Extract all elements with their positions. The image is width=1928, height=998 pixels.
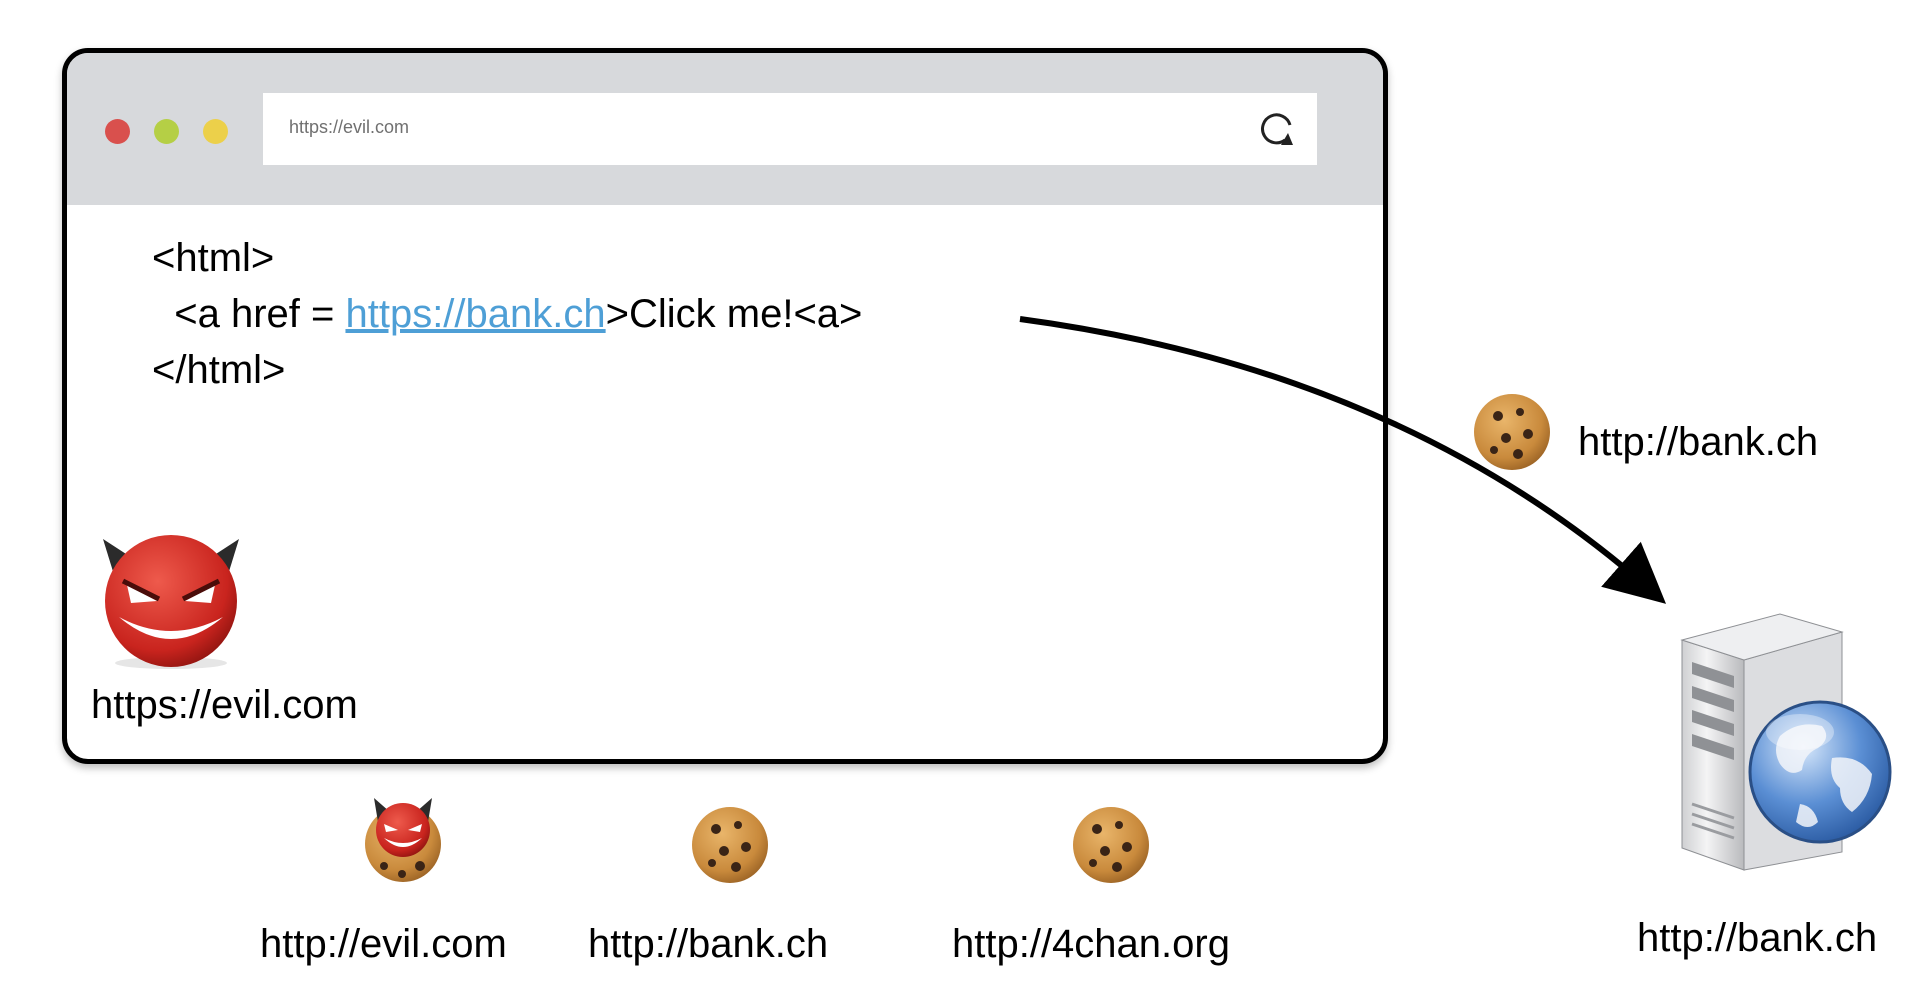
request-cookie-label: http://bank.ch [1578,420,1819,464]
devil-cookie-icon [365,798,441,882]
reload-icon[interactable] [1255,107,1299,151]
cookie-icon [1073,807,1149,883]
window-maximize-button[interactable] [203,119,228,144]
browser-toolbar: https://evil.com [67,53,1383,205]
cookie-icon [1474,394,1550,470]
cookie-icon [692,807,768,883]
web-server-icon [1680,613,1892,871]
server-label: http://bank.ch [1637,916,1878,960]
attacker-site-label: https://evil.com [91,683,358,727]
window-close-button[interactable] [105,119,130,144]
address-bar[interactable]: https://evil.com [263,93,1317,165]
code-anchor-prefix: <a href = [152,292,346,336]
address-bar-url: https://evil.com [289,117,410,137]
cookie-jar-label-bank: http://bank.ch [588,922,829,966]
code-line-html-open: <html> [152,236,275,280]
code-line-anchor: <a href = https://bank.ch>Click me!<a> [152,286,862,342]
code-line-html-close: </html> [152,348,286,392]
window-minimize-button[interactable] [154,119,179,144]
cookie-jar-label-4chan: http://4chan.org [952,922,1230,966]
browser-window: https://evil.com <html> <a href = https:… [62,48,1388,764]
cookie-jar-label-evil: http://evil.com [260,922,507,966]
devil-icon [103,535,239,669]
code-anchor-suffix: >Click me!<a> [605,292,863,336]
malicious-link[interactable]: https://bank.ch [345,292,606,336]
